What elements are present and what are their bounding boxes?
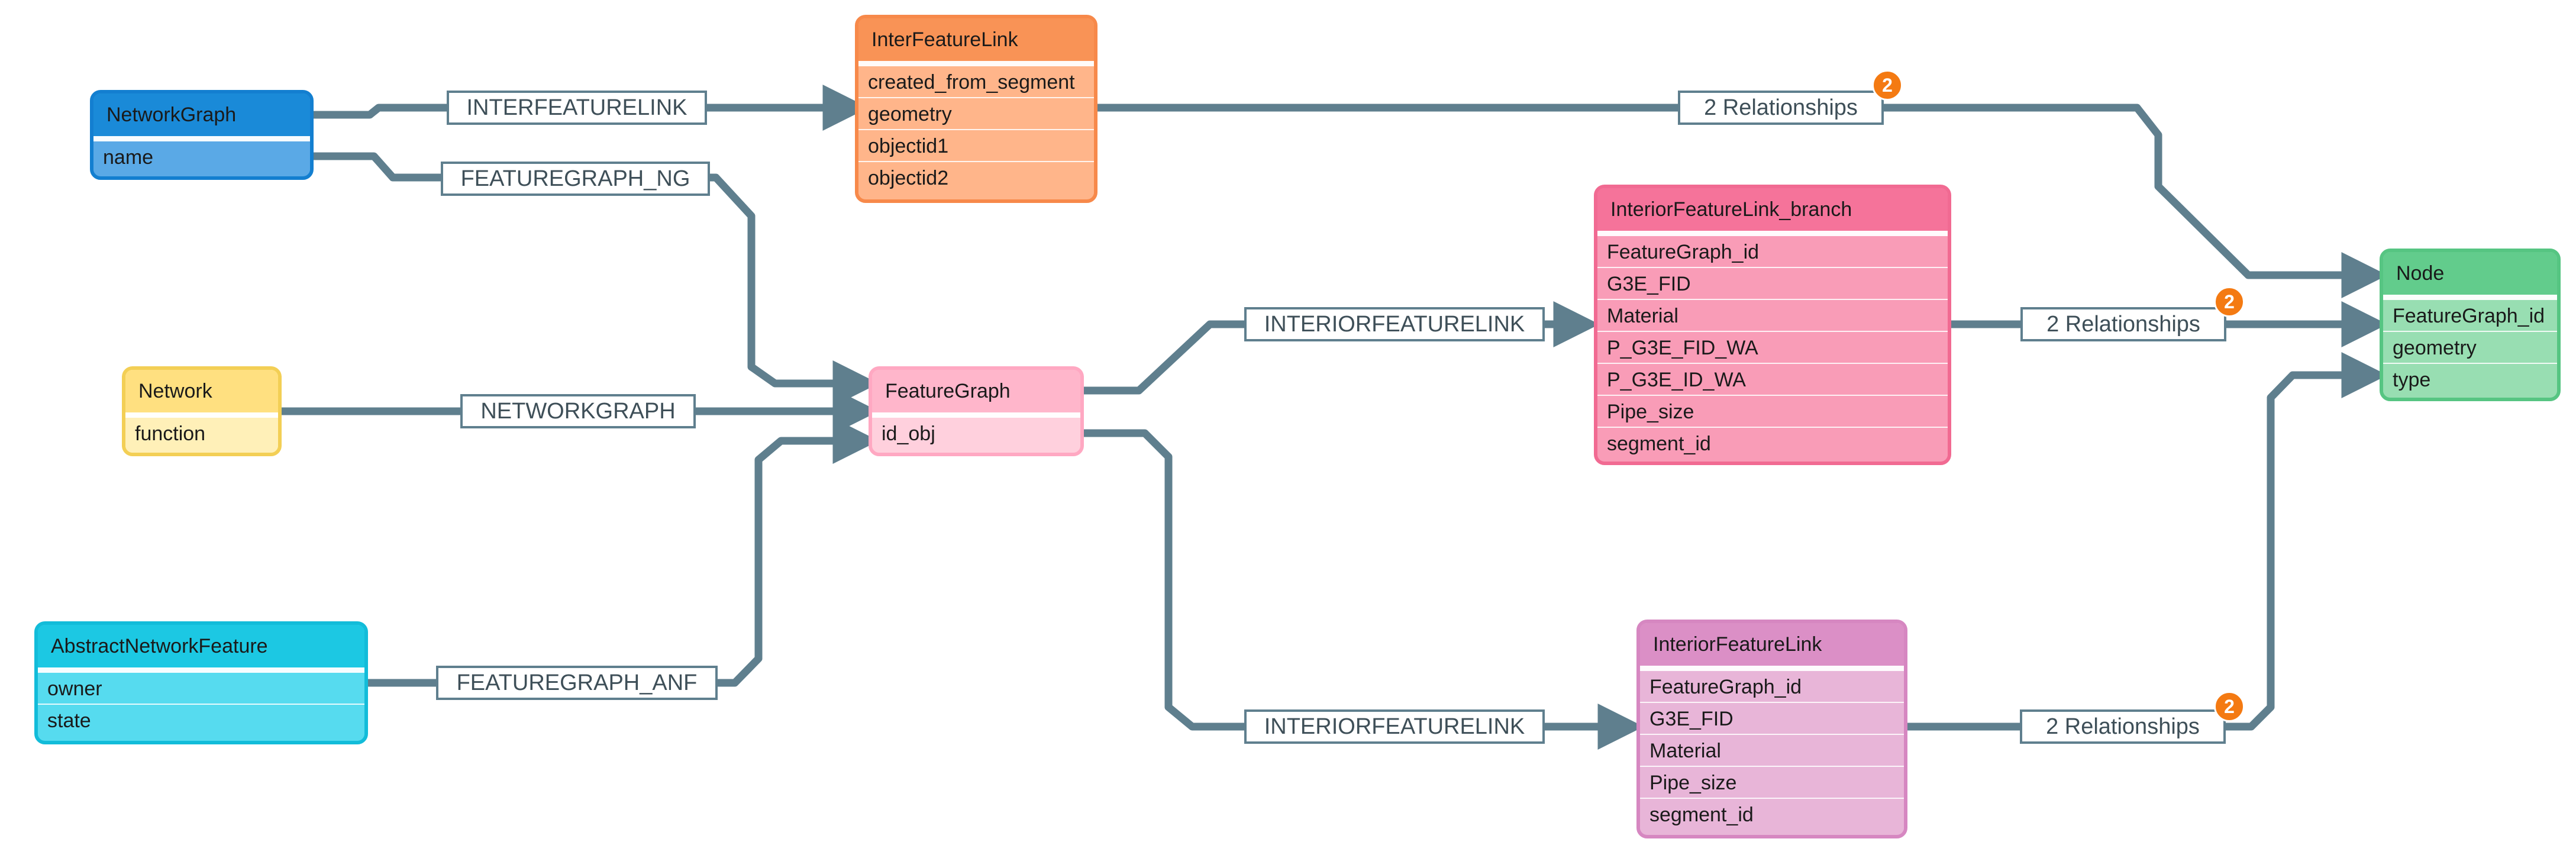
node-title: FeatureGraph xyxy=(872,370,1080,412)
node-title: AbstractNetworkFeature xyxy=(38,625,364,667)
node-title-divider xyxy=(1640,666,1904,671)
node-field[interactable]: FeatureGraph_id xyxy=(2383,300,2557,332)
node-title: Network xyxy=(125,370,278,412)
edge-label-relationships-mid[interactable]: 2 Relationships xyxy=(2020,307,2226,341)
node-networkgraph[interactable]: NetworkGraph name xyxy=(90,90,314,180)
edge-networkgraph-featuregraph xyxy=(309,152,879,407)
edge-abstractnetworkfeature-featuregraph xyxy=(364,418,879,687)
node-field[interactable]: created_from_segment xyxy=(858,66,1094,98)
node-field[interactable]: P_G3E_ID_WA xyxy=(1597,364,1948,396)
node-title-divider xyxy=(858,61,1094,66)
node-title-divider xyxy=(1597,231,1948,236)
node-field[interactable]: objectid1 xyxy=(858,130,1094,162)
node-field[interactable]: Pipe_size xyxy=(1640,767,1904,799)
relationship-count-badge-top: 2 xyxy=(1872,70,1903,101)
node-network[interactable]: Network function xyxy=(122,366,282,456)
node-field[interactable]: name xyxy=(93,141,310,173)
edge-label-interiorfeaturelink-bottom[interactable]: INTERIORFEATURELINK xyxy=(1244,709,1545,744)
edge-label-interiorfeaturelink-top[interactable]: INTERIORFEATURELINK xyxy=(1244,307,1545,341)
node-field[interactable]: function xyxy=(125,418,278,450)
edge-interfeaturelink-node xyxy=(1093,104,2388,298)
node-title-divider xyxy=(2383,295,2557,300)
edge-label-networkgraph[interactable]: NETWORKGRAPH xyxy=(460,394,696,428)
node-field[interactable]: FeatureGraph_id xyxy=(1640,671,1904,703)
node-featuregraph[interactable]: FeatureGraph id_obj xyxy=(869,366,1084,456)
node-field[interactable]: G3E_FID xyxy=(1640,703,1904,735)
edge-featuregraph-interior xyxy=(1080,429,1644,750)
node-field[interactable]: geometry xyxy=(2383,332,2557,364)
node-title-divider xyxy=(872,412,1080,418)
node-field[interactable]: Material xyxy=(1640,735,1904,767)
node-title: InterFeatureLink xyxy=(858,18,1094,61)
node-field[interactable]: FeatureGraph_id xyxy=(1597,236,1948,268)
node-title-divider xyxy=(93,136,310,141)
edge-label-featuregraph-ng[interactable]: FEATUREGRAPH_NG xyxy=(441,162,710,196)
node-field[interactable]: owner xyxy=(38,673,364,705)
node-field[interactable]: P_G3E_FID_WA xyxy=(1597,332,1948,364)
node-field[interactable]: objectid2 xyxy=(858,162,1094,194)
edge-label-featuregraph-anf[interactable]: FEATUREGRAPH_ANF xyxy=(436,666,718,700)
node-title: InteriorFeatureLink xyxy=(1640,623,1904,666)
relationship-count-badge-bottom: 2 xyxy=(2214,691,2245,722)
node-title: Node xyxy=(2383,252,2557,295)
node-field[interactable]: geometry xyxy=(858,98,1094,130)
node-field[interactable]: id_obj xyxy=(872,418,1080,450)
node-field[interactable]: segment_id xyxy=(1597,428,1948,460)
node-title: InteriorFeatureLink_branch xyxy=(1597,188,1948,231)
edge-label-interfeaturelink[interactable]: INTERFEATURELINK xyxy=(447,91,707,125)
node-title: NetworkGraph xyxy=(93,93,310,136)
node-field[interactable]: segment_id xyxy=(1640,799,1904,831)
node-field[interactable]: G3E_FID xyxy=(1597,268,1948,300)
node-title-divider xyxy=(38,667,364,673)
node-field[interactable]: Material xyxy=(1597,300,1948,332)
edge-interior-node xyxy=(1903,352,2388,731)
edge-label-relationships-bottom[interactable]: 2 Relationships xyxy=(2020,709,2226,744)
node-field[interactable]: Pipe_size xyxy=(1597,396,1948,428)
relationship-count-badge-mid: 2 xyxy=(2214,286,2245,317)
edge-label-relationships-top[interactable]: 2 Relationships xyxy=(1678,91,1884,125)
node-field[interactable]: state xyxy=(38,705,364,737)
node-title-divider xyxy=(125,412,278,418)
node-field[interactable]: type xyxy=(2383,364,2557,396)
